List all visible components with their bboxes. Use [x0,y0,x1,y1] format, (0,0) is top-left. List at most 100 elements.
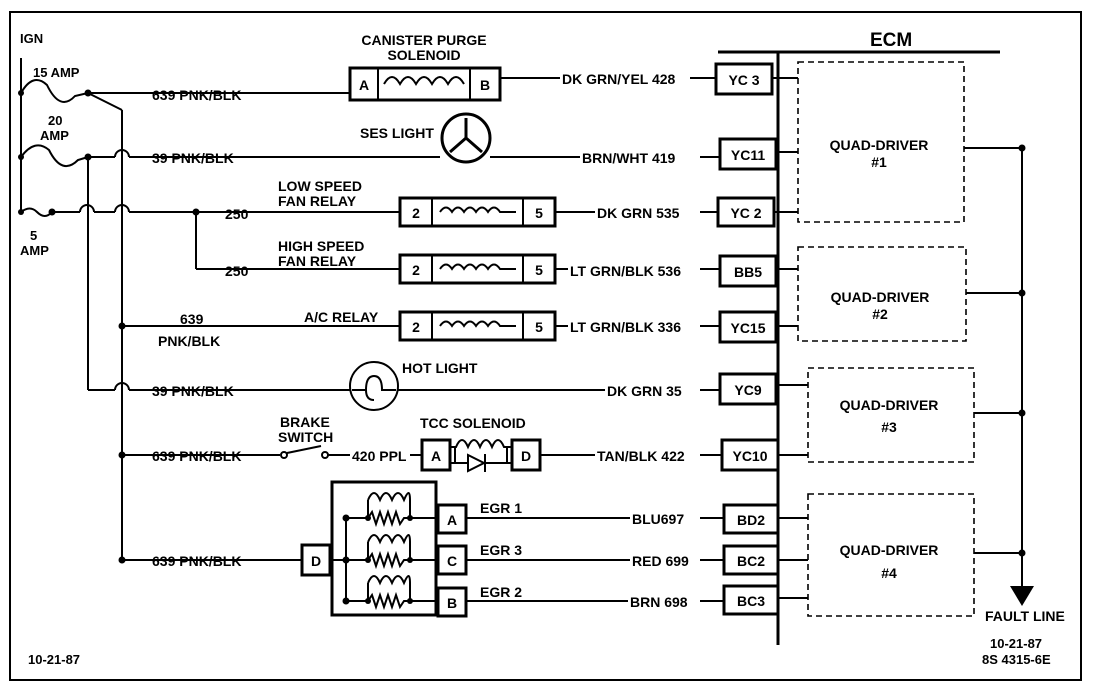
ses-feed-label: 39 PNK/BLK [152,150,234,166]
egr-feed-label: 639 PNK/BLK [152,553,241,569]
egr-2-out-label: BRN 698 [630,594,688,610]
hot-light-icon [349,361,399,411]
fault-line-label: FAULT LINE [985,608,1065,624]
egr-2-label: EGR 2 [480,584,522,600]
ac-pin-out: 5 [535,319,543,335]
canister-title-1: CANISTER PURGE [361,32,486,48]
fuse-15-amp [20,79,89,103]
part-number: 8S 4315-6E [982,652,1051,667]
terminal-yc3-label: YC 3 [728,72,759,88]
low-fan-title-1: LOW SPEED [278,178,362,194]
quad-driver-4-number: #4 [881,565,897,581]
terminal-yc9-label: YC9 [734,382,761,398]
fuse-5-label-a: 5 [30,228,37,243]
high-fan-feed-label: 250 [225,263,249,279]
tcc-out-label: TAN/BLK 422 [597,448,685,464]
low-fan-pin-in: 2 [412,205,420,221]
terminal-bb5 [718,254,778,288]
egr-3-out-label: RED 699 [632,553,689,569]
high-fan-pin-out: 5 [535,262,543,278]
terminal-yc9 [718,372,778,406]
fuse-20-label-b: AMP [40,128,69,143]
ses-out-label: BRN/WHT 419 [582,150,676,166]
terminal-bc2-label: BC2 [737,553,765,569]
quad-driver-2-number: #2 [872,306,888,322]
tcc-coil [450,439,512,450]
egr-solenoid-block [330,480,438,617]
fuse-5-amp [20,207,53,217]
quad-driver-1 [797,61,965,223]
tcc-title: TCC SOLENOID [420,415,526,431]
egr-pin-b-box [436,586,468,618]
hot-title: HOT LIGHT [402,360,478,376]
quad-driver-1-number: #1 [871,154,887,170]
high-fan-pin-in: 2 [412,262,420,278]
egr-pin-a: A [447,512,457,528]
tcc-pin-d: D [521,448,531,464]
quad-driver-3 [807,367,975,463]
date-left: 10-21-87 [28,652,80,667]
fuse-5-label-b: AMP [20,243,49,258]
tcc-feed-label: 639 PNK/BLK [152,448,241,464]
canister-pin-b: B [480,77,490,93]
tcc-mid-label: 420 PPL [352,448,407,464]
tcc-pin-a: A [431,448,441,464]
low-fan-relay [398,196,557,228]
terminal-yc2-label: YC 2 [730,205,761,221]
egr-pin-c: C [447,553,457,569]
terminal-bc3-label: BC3 [737,593,765,609]
fuse-20-amp [20,144,89,168]
ecm-title: ECM [870,30,912,51]
canister-out-label: DK GRN/YEL 428 [562,71,676,87]
frame-border [9,11,1082,681]
hot-out-label: DK GRN 35 [607,383,682,399]
tcc-diode-icon [467,453,487,473]
ac-title: A/C RELAY [304,309,379,325]
low-fan-title-2: FAN RELAY [278,193,357,209]
terminal-bd2-label: BD2 [737,512,765,528]
tcc-pin-d-box [510,438,542,472]
egr-1-circuit [346,492,438,528]
brake-switch-title-2: SWITCH [278,429,333,445]
high-fan-title-1: HIGH SPEED [278,238,364,254]
fuse-15-label: 15 AMP [33,65,80,80]
canister-pin-a: A [359,77,369,93]
quad-driver-1-label: QUAD-DRIVER [830,137,929,153]
ses-title: SES LIGHT [360,125,434,141]
terminal-bc2 [722,544,780,576]
brake-switch-contact [280,451,288,459]
ac-pin-in: 2 [412,319,420,335]
quad-driver-3-label: QUAD-DRIVER [840,397,939,413]
quad-driver-4-label: QUAD-DRIVER [840,542,939,558]
terminal-bb5-label: BB5 [734,264,762,280]
date-right: 10-21-87 [990,636,1042,651]
terminal-yc3 [714,62,774,96]
egr-pin-d: D [311,553,321,569]
terminal-yc11-label: YC11 [731,147,765,163]
ac-relay [398,310,557,342]
high-fan-relay [398,253,557,285]
egr-3-label: EGR 3 [480,542,522,558]
brake-switch-title-1: BRAKE [280,414,330,430]
quad-driver-3-number: #3 [881,419,897,435]
egr-2-circuit [346,575,438,611]
terminal-yc10-label: YC10 [732,448,767,464]
fuse-20-label-a: 20 [48,113,62,128]
egr-pin-b: B [447,595,457,611]
egr-3-circuit [346,534,438,570]
quad-driver-2-label: QUAD-DRIVER [831,289,930,305]
tcc-pin-a-box [420,438,452,472]
terminal-yc15-label: YC15 [730,320,765,336]
low-fan-out-label: DK GRN 535 [597,205,680,221]
canister-solenoid [348,66,502,102]
egr-1-out-label: BLU697 [632,511,684,527]
canister-feed-label: 639 PNK/BLK [152,87,241,103]
ign-label: IGN [20,31,43,46]
canister-title-2: SOLENOID [387,47,460,63]
high-fan-title-2: FAN RELAY [278,253,357,269]
low-fan-feed-label: 250 [225,206,249,222]
terminal-yc11 [718,137,778,171]
high-fan-out-label: LT GRN/BLK 536 [570,263,681,279]
